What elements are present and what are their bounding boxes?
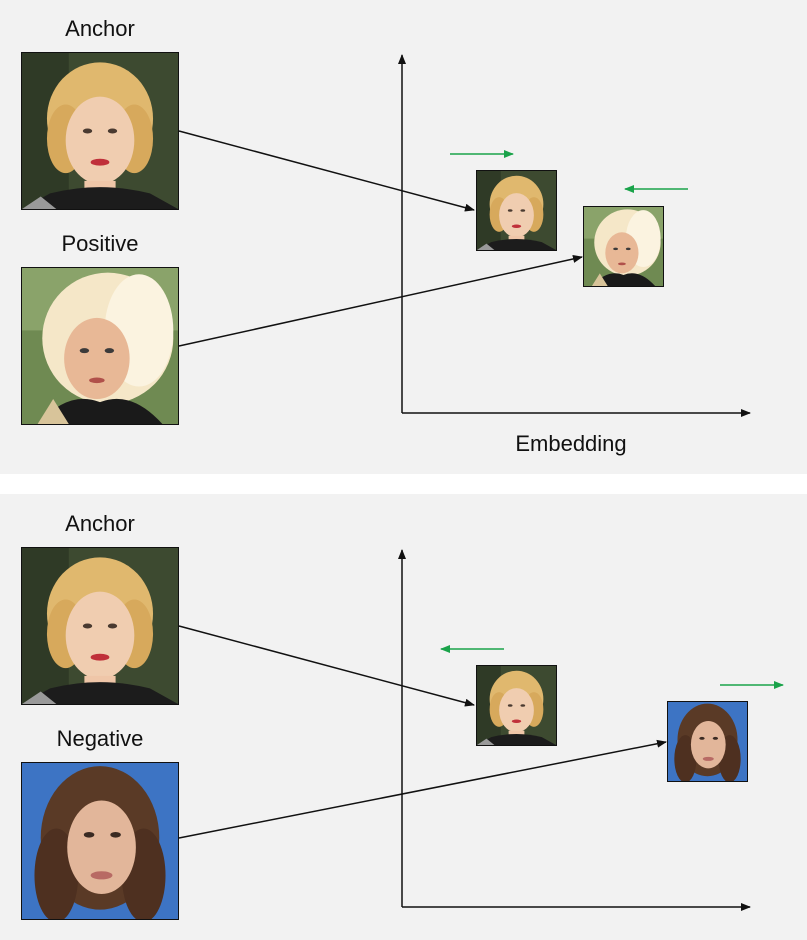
top-positive-label: Positive: [61, 231, 139, 256]
bottom-anchor-label: Anchor: [65, 511, 135, 536]
top-positive-image: [21, 267, 179, 425]
bottom-negative-label: Negative: [56, 726, 144, 751]
top-anchor-image: [21, 52, 179, 210]
top-positive-embedding-thumb: [583, 206, 664, 287]
top-anchor-embedding-thumb: [476, 170, 557, 251]
bottom-anchor-embedding-thumb: [476, 665, 557, 746]
embedding-axis-label: Embedding: [515, 431, 627, 456]
bottom-negative-image: [21, 762, 179, 920]
bottom-anchor-image: [21, 547, 179, 705]
bottom-negative-embedding-thumb: [667, 701, 748, 782]
top-anchor-label: Anchor: [65, 16, 135, 41]
